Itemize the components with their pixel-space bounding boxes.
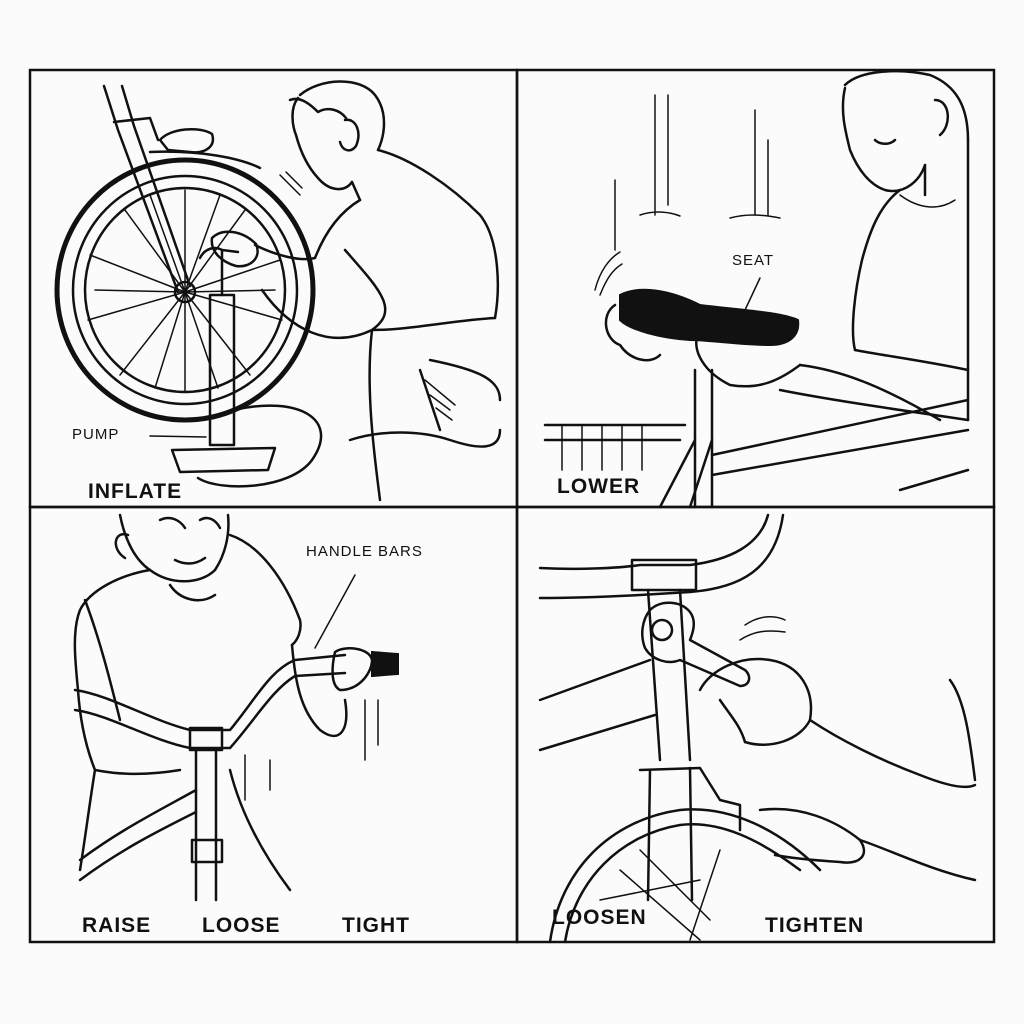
raise-panel-drawing [73, 513, 399, 902]
handle-bars-drawing [73, 574, 399, 902]
inflate-caption: INFLATE [88, 480, 183, 503]
raise-caption: RAISE [82, 914, 152, 937]
panel-border-tighten [515, 505, 996, 944]
motion-lines-drawing [594, 94, 781, 296]
seat-label: SEAT [732, 252, 775, 269]
man-lowering-seat-drawing [778, 69, 970, 422]
pump-drawing [149, 246, 323, 488]
tight-caption: TIGHT [342, 914, 410, 937]
lower-panel-drawing [543, 69, 970, 509]
loosen-caption: LOOSEN [552, 906, 647, 929]
front-fork-drawing [102, 84, 262, 294]
bicycle-seat-drawing [619, 277, 800, 347]
wrench-drawing [641, 601, 786, 688]
panel-border-raise [28, 505, 519, 944]
man-pumping-drawing [210, 80, 502, 502]
right-hand-drawing [695, 328, 802, 388]
bicycle-frame-drawing [543, 368, 970, 509]
hands-tightening-drawing [698, 657, 977, 882]
loose-caption: LOOSE [202, 914, 281, 937]
front-wheel-drawing [548, 766, 822, 944]
inflate-panel-drawing [54, 80, 502, 502]
tighten-caption: TIGHTEN [765, 914, 865, 937]
tighten-panel-drawing [538, 513, 977, 944]
handle-bars-label: HANDLE BARS [306, 543, 423, 560]
pump-label: PUMP [72, 426, 120, 443]
bicycle-wheel-drawing [54, 157, 316, 423]
lower-caption: LOWER [557, 475, 641, 498]
left-hand-drawing [604, 303, 662, 362]
handlebar-stem-drawing [538, 513, 785, 762]
